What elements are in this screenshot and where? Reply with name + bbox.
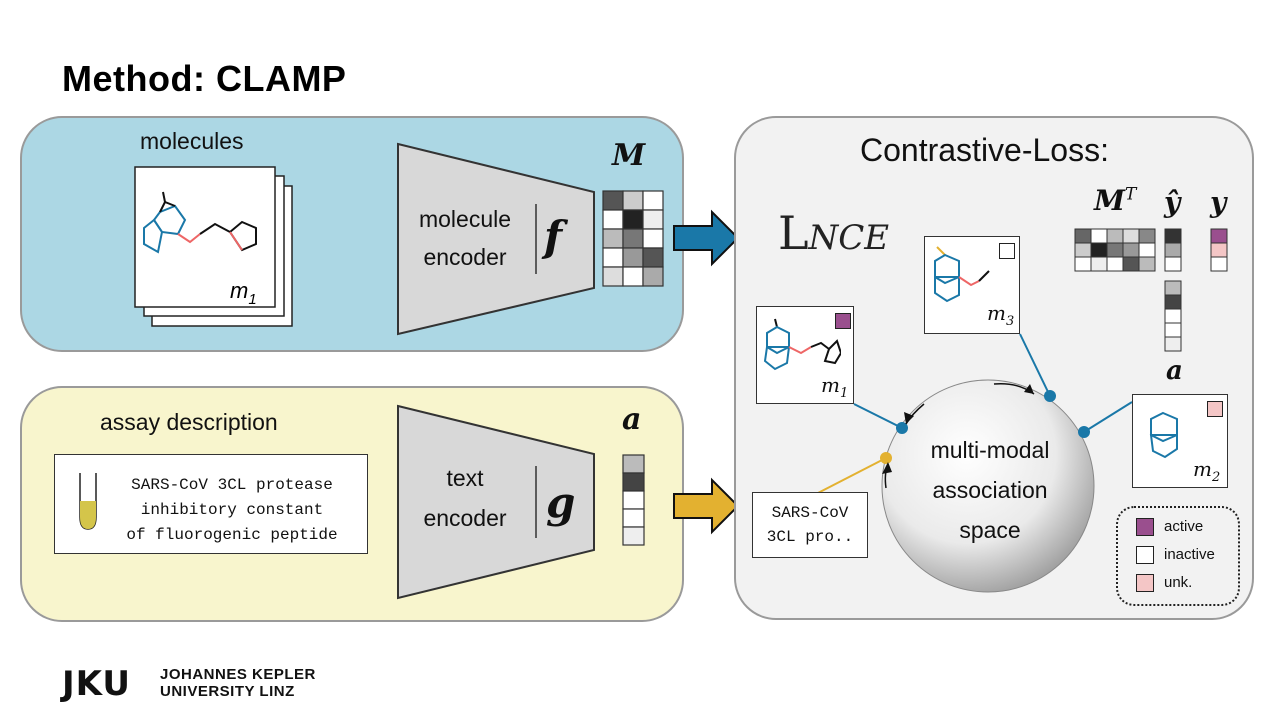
assay-short-card: SARS-CoV 3CL pro..: [752, 492, 868, 558]
molecule-encoder-shape: [397, 142, 595, 336]
m2-dot: [1078, 426, 1090, 438]
arrow-head-top: [1024, 384, 1034, 394]
legend-unknown-swatch: [1136, 574, 1154, 592]
assay-description-label: assay description: [100, 409, 278, 435]
loss-a-vector: [1164, 280, 1182, 352]
mt-label-main: M: [1094, 184, 1125, 217]
arrow-head-assay: [882, 462, 892, 474]
m1-status-box: [835, 313, 851, 329]
sphere-label-line3: space: [959, 517, 1021, 543]
encoder-f-symbol: f: [544, 212, 563, 261]
university-line1: JOHANNES KEPLER: [160, 666, 316, 683]
sphere-label: multi-modal association space: [904, 430, 1076, 550]
slide-title: Method: CLAMP: [62, 58, 347, 99]
m3-label: m3: [987, 301, 1015, 329]
assay-connector: [815, 457, 887, 495]
university-line2: UNIVERSITY LINZ: [160, 683, 295, 700]
molecule-encoder-line1: molecule: [418, 206, 512, 232]
m2-connector: [1083, 401, 1133, 433]
l-nce-sub: NCE: [808, 218, 890, 258]
m2-card: m2: [1132, 394, 1228, 488]
association-diagram: [815, 333, 1133, 593]
yellow-arrow: [673, 477, 740, 535]
m1-card: m1: [756, 306, 854, 404]
legend-inactive-swatch: [1136, 546, 1154, 564]
jku-logo: JKU: [62, 664, 132, 704]
legend-active-swatch: [1136, 518, 1154, 536]
contrastive-loss-title: Contrastive-Loss:: [860, 132, 1109, 168]
l-nce-label: LNCE: [778, 206, 889, 260]
m1-label: m1: [821, 373, 849, 401]
molecule-encoder-line2: encoder: [423, 244, 507, 270]
assay-text-line2: inhibitory constant: [140, 501, 324, 519]
mt-label-sup: T: [1125, 184, 1137, 205]
university-name: JOHANNES KEPLER UNIVERSITY LINZ: [160, 666, 316, 700]
m3-status-box: [999, 243, 1015, 259]
legend-unknown-label: unk.: [1164, 574, 1193, 591]
legend-active-label: active: [1164, 518, 1204, 535]
mt-label: MT: [1094, 184, 1136, 217]
molecule-embedding-matrix: [602, 190, 664, 287]
y-vector: [1210, 228, 1228, 272]
test-tube-icon: [79, 473, 97, 530]
sphere-label-line2: association: [932, 477, 1048, 503]
text-encoder-line2: encoder: [423, 505, 507, 531]
m3-card: m3: [924, 236, 1020, 334]
assay-text: SARS-CoV 3CL protease inhibitory constan…: [99, 473, 365, 548]
vector-a-label: a: [622, 402, 642, 437]
l-nce-main: L: [778, 206, 809, 260]
m2-label: m2: [1193, 457, 1221, 485]
m3-connector: [1019, 333, 1051, 397]
assay-short-line1: SARS-CoV: [771, 504, 849, 522]
assay-dot: [880, 452, 892, 464]
m3-molecule-icon: [934, 246, 990, 303]
m2-status-box: [1207, 401, 1223, 417]
y-label: y: [1210, 186, 1227, 219]
assay-text-line1: SARS-CoV 3CL protease: [131, 476, 333, 494]
m1-dot: [896, 422, 908, 434]
matrix-m-label: M: [612, 138, 646, 173]
m1-molecule-icon: [763, 318, 841, 371]
text-encoder-shape: [397, 404, 595, 600]
mt-matrix: [1074, 228, 1156, 272]
stack-m-label: m1: [230, 278, 257, 308]
yhat-label: ŷ: [1164, 186, 1181, 219]
molecule-structure-icon: [143, 191, 257, 254]
assay-text-card: SARS-CoV 3CL protease inhibitory constan…: [54, 454, 368, 554]
m3-dot: [1044, 390, 1056, 402]
text-encoder-line1: text: [446, 465, 484, 491]
legend: active inactive unk.: [1116, 506, 1240, 606]
blue-arrow: [673, 209, 740, 267]
m2-molecule-icon: [1149, 411, 1178, 459]
association-sphere: [881, 379, 1095, 593]
molecule-stack: m1: [134, 166, 293, 327]
molecule-encoder-label: molecule encoder: [404, 200, 526, 276]
text-encoder-label: text encoder: [404, 458, 526, 538]
sphere-label-line1: multi-modal: [930, 437, 1050, 463]
encoder-g-symbol: g: [546, 478, 576, 527]
assay-text-line3: of fluorogenic peptide: [126, 526, 338, 544]
assay-short-line2: 3CL pro..: [766, 528, 854, 546]
assay-embedding-vector: [622, 454, 645, 546]
m1-connector: [853, 403, 903, 429]
yhat-vector: [1164, 228, 1182, 272]
legend-inactive-label: inactive: [1164, 546, 1215, 563]
molecules-label: molecules: [140, 128, 244, 154]
loss-a-label: a: [1166, 356, 1183, 386]
stack-card-front: [134, 166, 276, 308]
arrow-head-left: [904, 412, 914, 424]
